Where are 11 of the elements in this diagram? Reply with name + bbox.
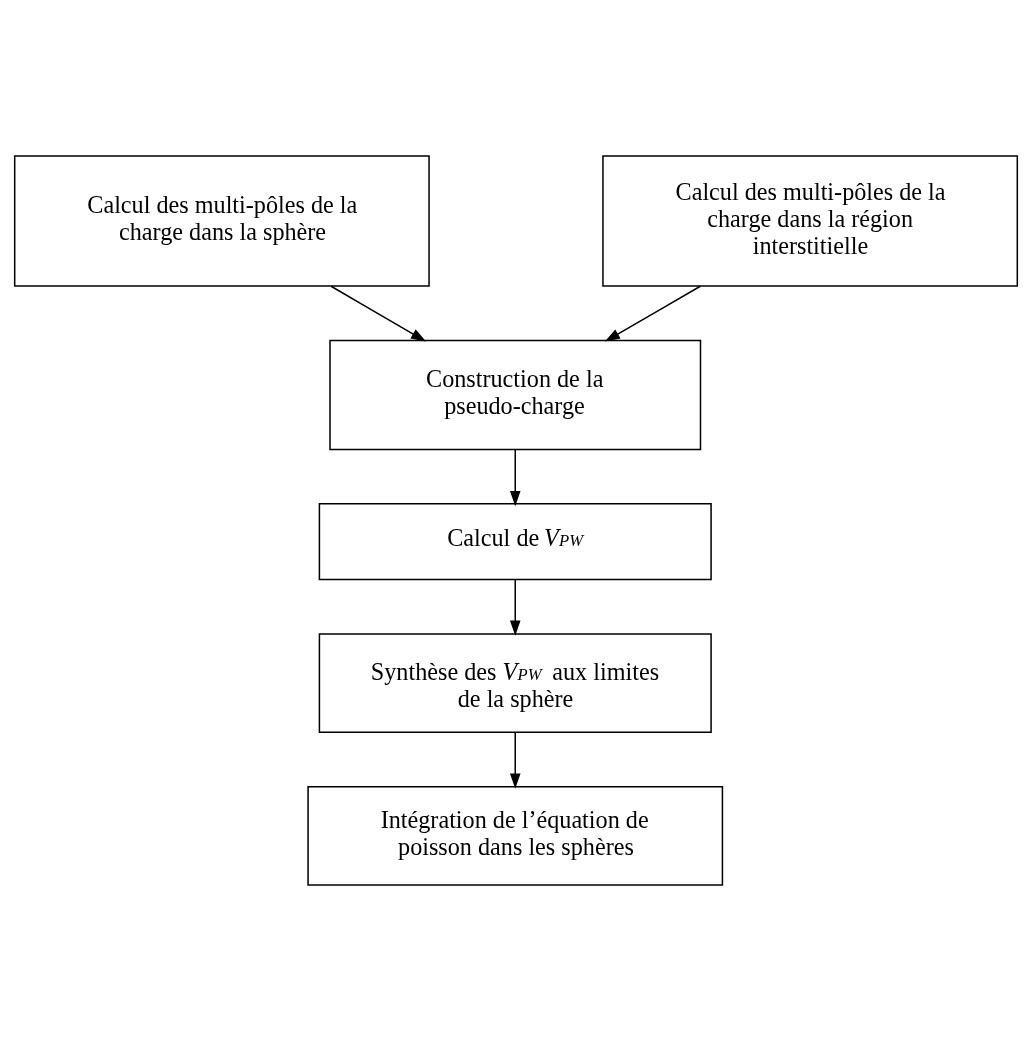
arrow xyxy=(509,578,521,636)
arrow xyxy=(509,448,521,507)
node-box: Synthèse des VPW aux limites de la sphère xyxy=(318,633,712,733)
arrow xyxy=(509,731,521,789)
node-box: Calcul des multi-pôles de la charge dans la région interstitielle xyxy=(602,155,1019,287)
node-box: Calcul de VPW xyxy=(318,503,712,581)
node-box: Construction de la pseudo-charge xyxy=(329,339,702,451)
node-box: Intégration de l’équation de poisson dans les sphères xyxy=(307,785,724,886)
arrow xyxy=(330,285,427,342)
node-box: Calcul des multi-pôles de la charge dans la sphère xyxy=(13,155,430,287)
arrow xyxy=(604,285,702,342)
